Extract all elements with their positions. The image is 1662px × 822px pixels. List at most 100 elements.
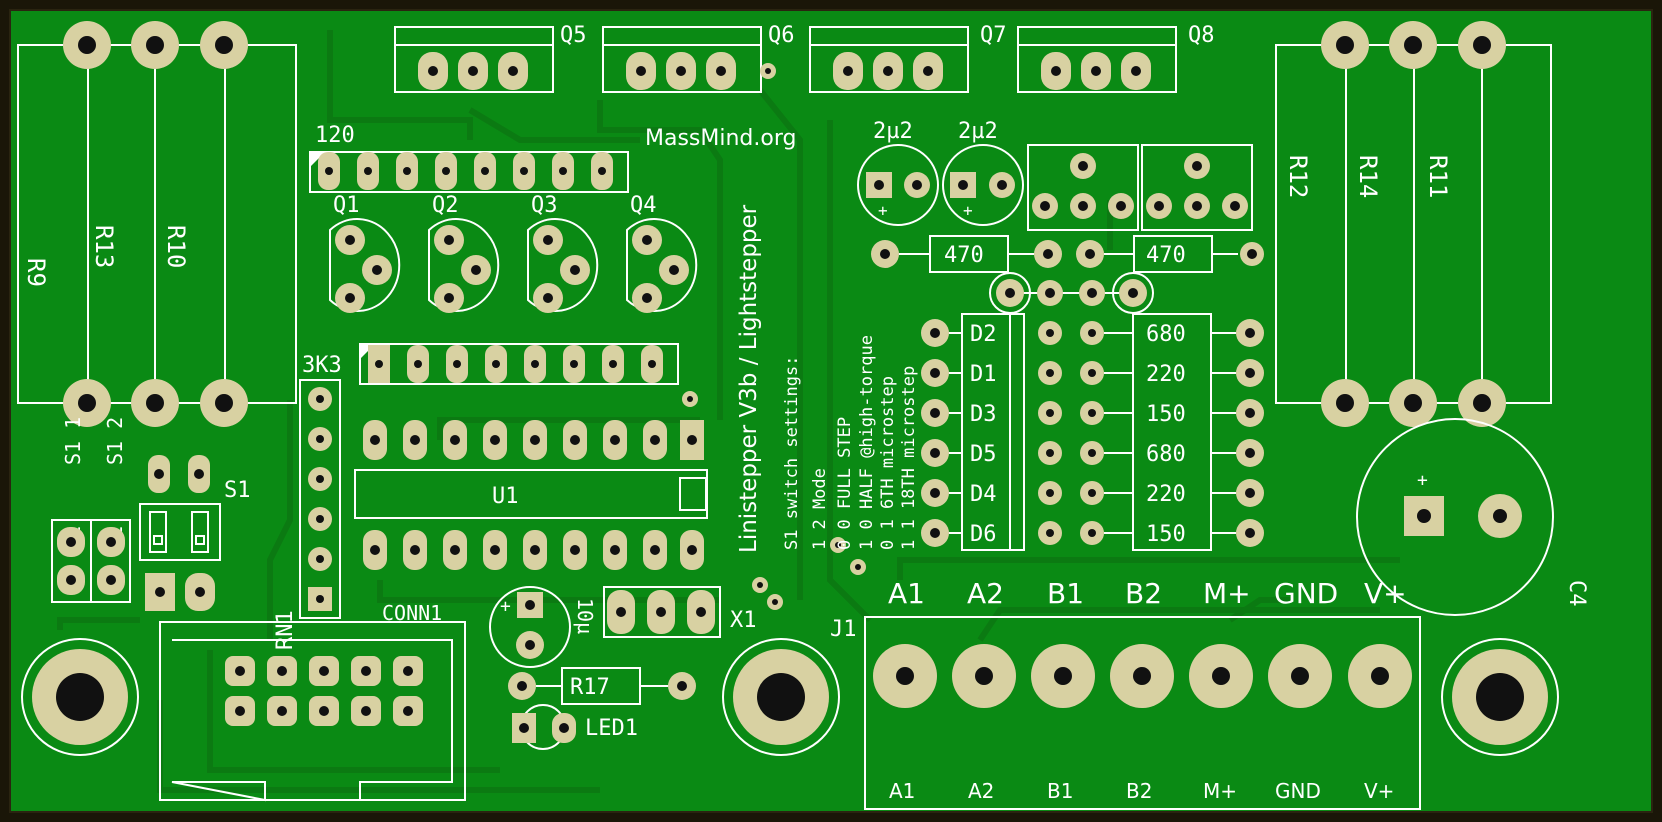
diode-label: D6 <box>970 522 997 547</box>
label-plus-c4: + <box>1417 470 1428 491</box>
diode-matrix <box>961 313 1212 551</box>
diode-label: D3 <box>970 402 997 427</box>
label-q1: Q1 <box>333 193 360 218</box>
connector-conn1[interactable] <box>159 621 466 802</box>
mounting-hole-center <box>722 638 840 756</box>
label-120: 120 <box>315 123 355 148</box>
terminal-top-labels: A1 A2 B1 B2 M+ GND V+ <box>888 577 1407 610</box>
label-led1: LED1 <box>585 716 638 741</box>
terminal-label-bottom: V+ <box>1364 779 1394 803</box>
terminal-bottom-labels: A1 A2 B1 B2 M+ GND V+ <box>889 779 1394 803</box>
terminal-label-bottom: B1 <box>1047 779 1073 803</box>
resistor-network-rn1[interactable] <box>299 379 341 619</box>
diode-labels: D2 D1 D3 D5 D4 D6 <box>970 322 997 547</box>
label-q5: Q5 <box>560 23 587 48</box>
diode-label: D2 <box>970 322 997 347</box>
label-q2: Q2 <box>432 193 459 218</box>
terminal-label-top: B1 <box>1047 577 1084 610</box>
label-r11: R11 <box>1424 155 1452 198</box>
resistor-labels: 680 220 150 680 220 150 <box>1146 322 1186 547</box>
label-q7: Q7 <box>980 23 1007 48</box>
resistor-470-a[interactable] <box>871 235 1062 273</box>
jumper-s1-pads[interactable] <box>51 519 131 603</box>
resistor-label: 680 <box>1146 442 1186 467</box>
capacitor-10u[interactable] <box>489 586 571 668</box>
label-plus-a: + <box>878 201 888 220</box>
resistor-r17[interactable] <box>508 667 696 705</box>
mode-row-4: 1 1 18TH microstep <box>899 366 919 550</box>
resistor-label: 220 <box>1146 362 1186 387</box>
terminal-label-bottom: A1 <box>889 779 915 803</box>
resistor-label: 150 <box>1146 402 1186 427</box>
regulator-a[interactable] <box>1027 144 1139 231</box>
label-r14: R14 <box>1354 155 1382 198</box>
label-q4: Q4 <box>630 193 657 218</box>
terminal-label-top: A1 <box>888 577 925 610</box>
diode-label: D1 <box>970 362 997 387</box>
transistor-q7[interactable] <box>809 26 969 93</box>
resistor-470-b[interactable] <box>1076 235 1264 273</box>
crystal-x1[interactable] <box>603 586 721 638</box>
label-s1: S1 <box>224 478 251 503</box>
dip-switch-s1[interactable] <box>139 455 221 611</box>
label-plus-b: + <box>963 201 973 220</box>
transistor-q3[interactable] <box>527 218 599 313</box>
resistor-network-3k3[interactable] <box>359 343 679 385</box>
capacitor-2u2-b[interactable] <box>942 144 1024 226</box>
label-cap-2u2-b: 2µ2 <box>958 119 998 144</box>
mode-header: 1 2 Mode <box>810 468 830 550</box>
ic-u1[interactable] <box>354 420 708 570</box>
label-u1: U1 <box>492 484 519 509</box>
terminal-label-top: M+ <box>1203 577 1251 610</box>
mode-row-2: 1 0 HALF @high-torque <box>857 335 877 550</box>
mounting-hole-right <box>1441 638 1559 756</box>
mounting-hole-left <box>21 638 139 756</box>
label-10u: 10µ <box>573 598 597 634</box>
website-label: MassMind.org <box>645 126 796 151</box>
led-led1[interactable] <box>512 704 576 750</box>
label-r9: R9 <box>22 258 50 287</box>
label-cap-2u2-a: 2µ2 <box>873 119 913 144</box>
terminal-label-top: A2 <box>967 577 1004 610</box>
transistor-q6[interactable] <box>602 26 762 93</box>
diode-label: D4 <box>970 482 997 507</box>
terminal-label-top: B2 <box>1125 577 1162 610</box>
terminal-label-bottom: A2 <box>968 779 994 803</box>
label-470-a: 470 <box>944 243 984 268</box>
label-s1-2: S1 2 <box>103 417 127 465</box>
transistor-q2[interactable] <box>428 218 500 313</box>
transistor-q1[interactable] <box>329 218 401 313</box>
capacitor-c4[interactable] <box>1356 418 1554 616</box>
diode-label: D5 <box>970 442 997 467</box>
label-470-b: 470 <box>1146 243 1186 268</box>
label-j1: J1 <box>830 617 857 642</box>
label-q3: Q3 <box>531 193 558 218</box>
mode-row-3: 0 1 6TH microstep <box>878 376 898 550</box>
resistor-network-120[interactable] <box>309 151 629 193</box>
capacitor-2u2-a[interactable] <box>857 144 939 226</box>
label-q6: Q6 <box>768 23 795 48</box>
label-plus-10u: + <box>500 596 511 617</box>
vias-center <box>752 537 866 610</box>
label-rn1: RN1 <box>273 610 298 650</box>
small-transistors[interactable] <box>989 272 1154 314</box>
transistor-q4[interactable] <box>626 218 698 313</box>
terminal-label-bottom: GND <box>1275 779 1321 803</box>
transistor-q5[interactable] <box>394 26 554 93</box>
resistor-label: 220 <box>1146 482 1186 507</box>
regulator-b[interactable] <box>1141 144 1253 231</box>
label-q8: Q8 <box>1188 23 1215 48</box>
mode-row-1: 0 0 FULL STEP <box>835 417 855 550</box>
board-name: Linistepper V3b / Lightstepper <box>736 204 762 553</box>
resistor-label: 150 <box>1146 522 1186 547</box>
resistor-label: 680 <box>1146 322 1186 347</box>
label-c4: C4 <box>1564 580 1589 607</box>
label-r13: R13 <box>90 225 118 268</box>
transistor-q8[interactable] <box>1017 26 1177 93</box>
label-r17: R17 <box>570 675 610 700</box>
terminal-block-j1[interactable] <box>864 616 1421 810</box>
switch-settings-title: S1 switch settings: <box>782 356 802 550</box>
terminal-label-bottom: B2 <box>1126 779 1152 803</box>
label-3k3: 3K3 <box>302 353 342 378</box>
